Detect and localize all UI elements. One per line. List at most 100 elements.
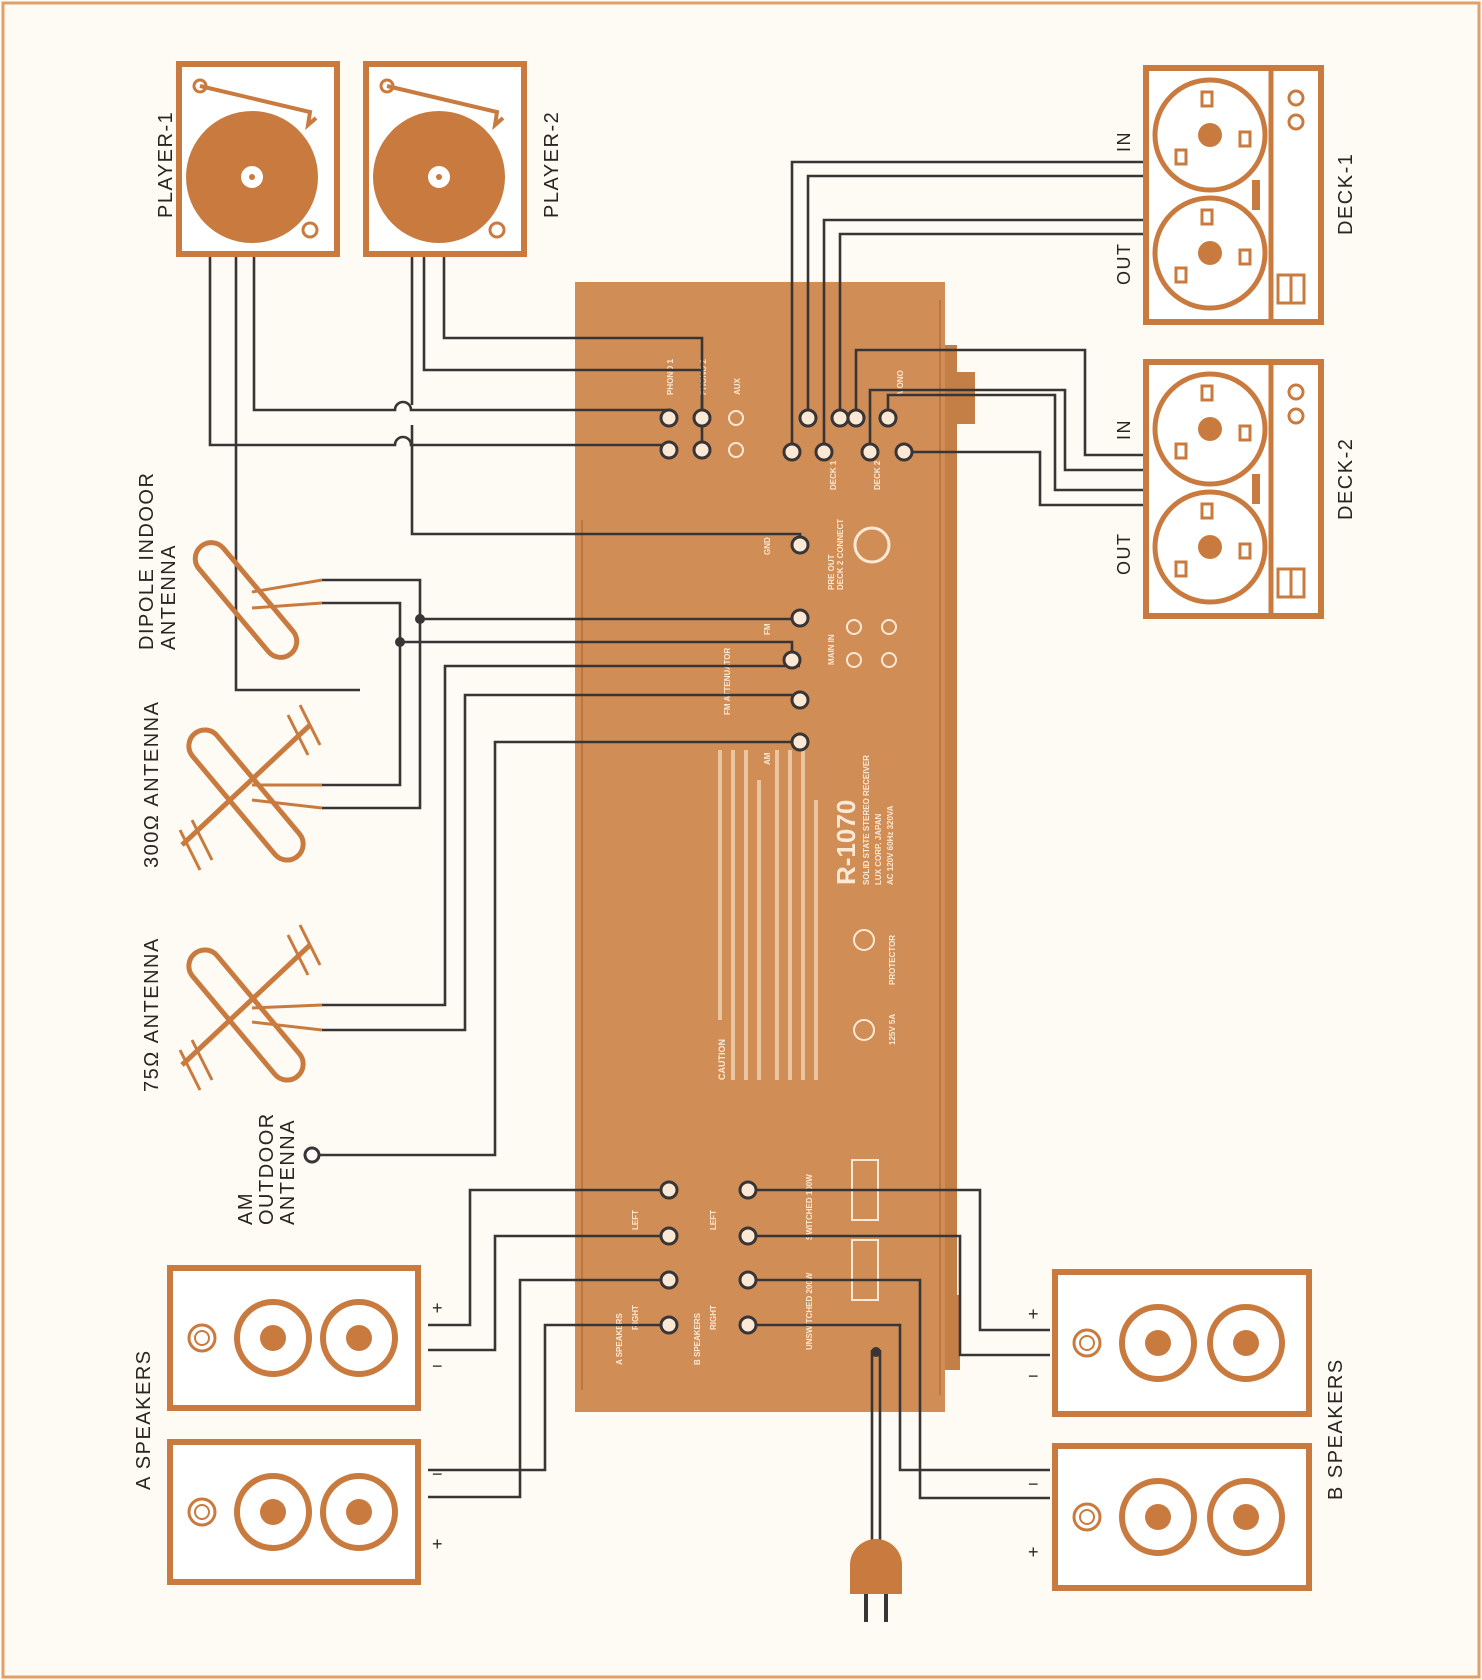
svg-text:FM: FM (763, 623, 772, 635)
woofer-cap (260, 1325, 286, 1351)
deck1-wire (790, 160, 1146, 452)
fm-wire (420, 617, 802, 621)
b-lower-minus: − (1028, 1474, 1040, 1494)
fm-attenuator-label: FM ATTENUATOR (723, 648, 732, 715)
receiver-side-bump (957, 372, 975, 424)
gnd-terminal-2 (790, 690, 810, 710)
deck2-hub (1198, 417, 1222, 441)
reel-window (1200, 208, 1214, 226)
pre-out-jack (846, 619, 862, 635)
reel-window (1238, 130, 1252, 148)
woofer (320, 1473, 398, 1551)
deck2-wire (886, 393, 1146, 492)
svg-text:DECK 2 CONNECT: DECK 2 CONNECT (836, 519, 845, 590)
deck1-wire (822, 218, 1146, 452)
woofer (234, 1299, 312, 1377)
switched-label: SWITCHED 100W (805, 1174, 814, 1240)
tweeter-dome (1079, 1509, 1095, 1525)
woofer-cap (1233, 1504, 1259, 1530)
reel-window (1200, 384, 1214, 402)
reel-window (1238, 424, 1252, 442)
b-speaker-upper (1052, 1269, 1312, 1417)
caution-title: CAUTION (717, 1039, 727, 1080)
deck1-knob (1287, 113, 1305, 131)
svg-text:A SPEAKERS: A SPEAKERS (615, 1313, 624, 1365)
caution-line (788, 750, 792, 1080)
model-badge: R-1070 SOLID STATE STEREO RECEIVER LUX C… (831, 755, 895, 885)
deck2-head (1252, 474, 1260, 504)
woofer (234, 1473, 312, 1551)
woofer-cap (1233, 1330, 1259, 1356)
player1-wire (252, 256, 671, 418)
deck1-jack (830, 408, 850, 428)
reel-window (1174, 442, 1188, 460)
receiver-side-edge (945, 345, 957, 1360)
caution-line (744, 750, 748, 1080)
antenna75-wire (322, 664, 800, 1007)
deck-2 (1143, 359, 1324, 619)
main-in-label: MAIN IN (827, 634, 836, 665)
woofer-cap (1145, 1504, 1171, 1530)
svg-text:LEFT: LEFT (709, 1210, 718, 1230)
svg-text:MONO: MONO (896, 370, 905, 395)
caution-line (775, 750, 779, 1080)
player2-spindle (436, 174, 442, 180)
deck2-wire (854, 348, 1146, 457)
a-speaker-terminal (659, 1180, 679, 1200)
model-name: R-1070 (831, 800, 861, 885)
reel-window (1238, 542, 1252, 560)
aux-label: AUX (733, 377, 742, 395)
wire-junction (415, 614, 425, 624)
deck1-jack (798, 408, 818, 428)
woofer-cap (346, 1499, 372, 1525)
deck2-caption: DECK-2 (1335, 438, 1357, 520)
a-lower-minus: − (432, 1464, 444, 1484)
player2-tonearm-pivot (379, 78, 395, 94)
panel-jacks (659, 408, 914, 1335)
svg-text:DECK-2: DECK-2 (1335, 438, 1357, 520)
dipole-caption: DIPOLE INDOOR ANTENNA (136, 472, 180, 650)
dipole-feed (251, 578, 323, 610)
woofer (1207, 1304, 1285, 1382)
a-speaker-lower (167, 1439, 421, 1585)
phono2-jack-l (692, 408, 712, 428)
mono-jack (878, 408, 898, 428)
phono1-label: PHONO 1 (666, 358, 675, 395)
svg-text:RIGHT: RIGHT (709, 1305, 718, 1330)
dipole-wire (322, 578, 422, 810)
unswitched-label: UNSWITCHED 200W (805, 1272, 814, 1350)
gnd-label: GND (763, 537, 772, 555)
svg-text:PROTECTOR: PROTECTOR (888, 935, 897, 985)
dipole-antenna (192, 540, 323, 660)
dipole-wire (322, 601, 402, 787)
deck1-in-caption: IN (1114, 131, 1134, 152)
tweeter (1072, 1502, 1102, 1532)
svg-text:OUTDOOR: OUTDOOR (256, 1112, 278, 1225)
antenna75-caption: 75Ω ANTENNA (141, 937, 163, 1092)
player-2 (363, 61, 527, 257)
model-subtitle: SOLID STATE STEREO RECEIVER (862, 755, 871, 885)
phono2-jack-r (692, 440, 712, 460)
player1-tonearm-pivot (192, 78, 208, 94)
woofer-cap (346, 1325, 372, 1351)
player1-tonearm (199, 84, 318, 131)
b-speakers-panel-label: B SPEAKERS (693, 1312, 702, 1365)
mono-jack (894, 442, 914, 462)
svg-text:AM: AM (235, 1192, 257, 1225)
svg-text:LEFT: LEFT (631, 1210, 640, 1230)
fuse-holder (853, 929, 875, 951)
reel-window (1200, 502, 1214, 520)
woofer-cap (260, 1499, 286, 1525)
antenna-75 (178, 924, 323, 1091)
svg-text:RIGHT: RIGHT (631, 1305, 640, 1330)
svg-text:MAIN IN: MAIN IN (827, 634, 836, 665)
antenna75-feed (251, 1003, 323, 1032)
antenna300-feed (251, 783, 323, 810)
fm-terminal (790, 608, 810, 628)
right-label-b: RIGHT (709, 1305, 718, 1330)
svg-text:UNSWITCHED 200W: UNSWITCHED 200W (805, 1272, 814, 1350)
a-speaker-wire (428, 1234, 669, 1352)
fuse-holder (853, 1019, 875, 1041)
a-speaker-wire (428, 1278, 669, 1499)
deck-1 (1143, 65, 1324, 325)
